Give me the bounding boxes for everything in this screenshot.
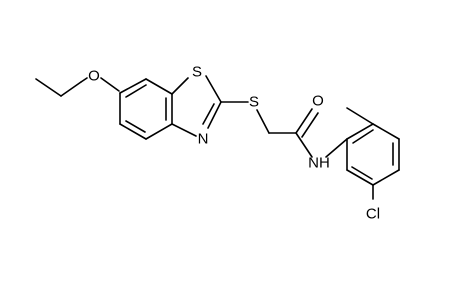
bond-benzene-5 [119,123,147,140]
ring-nitrogen-label: N [198,131,209,148]
atom-labels: O S N S O NH Cl [88,64,380,223]
bond-carbonyl-co-1 [295,108,313,134]
bond-ethyl-terminal [35,78,62,97]
thioether-sulfur-label: S [249,94,259,111]
bond-benzene-double-1 [125,84,147,98]
ether-oxygen-label: O [88,68,100,85]
bond-thiazole-n-c3a [171,123,197,137]
bond-thiazole-c2-n-double [202,103,215,125]
bond-oxygen-ring [100,77,120,92]
bond-carbonyl-co-2 [301,112,319,138]
bond-aryl-4 [372,169,400,186]
bond-thiazole-c2-n [207,101,222,129]
bond-thioether-s-ch2 [256,109,270,134]
carbonyl-oxygen-label: O [312,93,324,110]
bond-benzene-4 [145,123,173,140]
chlorine-label: Cl [366,206,380,223]
bond-aryl-double-3 [351,166,373,180]
bond-benzene-2 [145,78,173,95]
bond-methyl [346,107,374,125]
bond-ethyl-ch2 [60,81,82,97]
bond-lines [35,75,400,200]
bond-nitrogen-aryl [325,138,348,158]
bond-aryl-1 [346,123,374,140]
bond-aryl-5 [346,169,374,186]
bond-aryl-double-1 [352,129,374,144]
bond-thiazole-s-c2 [205,75,222,103]
bond-benzene-double-3 [125,120,146,133]
ring-sulfur-label: S [192,64,202,81]
bond-aryl-2 [372,123,400,140]
bond-carbonyl-carbon-nitrogen [295,132,313,158]
bond-thiazole-s-c7a [171,77,189,95]
bond-ch2-oxygen [80,77,88,83]
bond-benzene-1 [119,78,147,94]
amide-nh-label: NH [308,155,330,172]
